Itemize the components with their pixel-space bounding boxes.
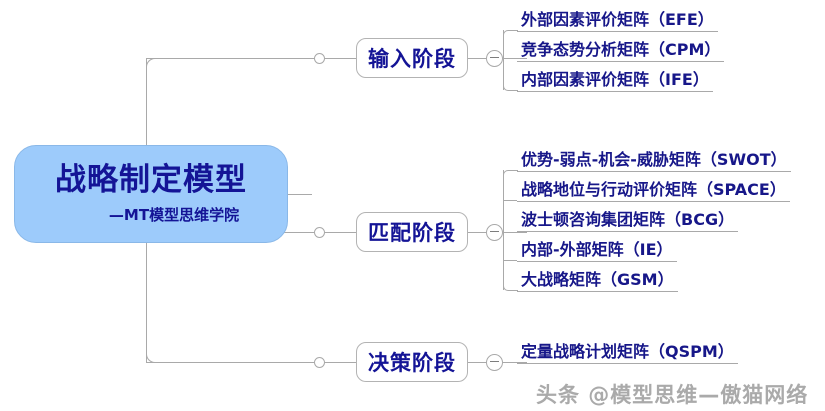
subtrunk-elbow-top-matching: [503, 170, 518, 233]
subtrunk-elbow-bot-input: [503, 58, 518, 91]
leaf-item[interactable]: 大战略矩阵（GSM）: [517, 270, 678, 292]
stage-node-matching[interactable]: 匹配阶段: [356, 212, 468, 252]
leaf-label: 竞争态势分析矩阵（CPM）: [521, 40, 721, 59]
subtrunk-elbow-bot-matching: [503, 232, 518, 291]
leaf-item[interactable]: 内部因素评价矩阵（IFE）: [517, 70, 713, 92]
stage-node-input-label: 输入阶段: [368, 47, 456, 71]
leaf-label: 定量战略计划矩阵（QSPM）: [521, 342, 734, 361]
leaf-item[interactable]: 优势-弱点-机会-威胁矩阵（SWOT）: [517, 150, 791, 172]
leaf-label: 大战略矩阵（GSM）: [521, 270, 674, 289]
leaf-label: 波士顿咨询集团矩阵（BCG）: [521, 210, 735, 229]
subtrunk-vertical-input: [503, 30, 504, 90]
watermark-text: 头条 @模型思维—傲猫网络: [536, 383, 809, 407]
leaf-underline: [517, 31, 718, 32]
leaf-label: 战略地位与行动评价矩阵（SPACE）: [521, 180, 786, 199]
leaf-item[interactable]: 波士顿咨询集团矩阵（BCG）: [517, 210, 739, 232]
central-node-title: 战略制定模型: [55, 162, 247, 199]
stage-node-input[interactable]: 输入阶段: [356, 38, 468, 78]
leaf-item[interactable]: 内部-外部矩阵（IE）: [517, 240, 677, 262]
central-node[interactable]: 战略制定模型 —MT模型思维学院: [14, 145, 288, 243]
leaf-label: 外部因素评价矩阵（EFE）: [521, 10, 714, 29]
stage-node-decision[interactable]: 决策阶段: [356, 342, 468, 382]
leaf-underline: [517, 61, 725, 62]
leaf-item[interactable]: 竞争态势分析矩阵（CPM）: [517, 40, 725, 62]
branch-dot-decision[interactable]: [314, 356, 325, 368]
branch-dot-input[interactable]: [314, 52, 325, 64]
stage-arm-decision: [146, 362, 356, 363]
leaf-underline: [517, 231, 739, 232]
stage-matching-to-toggle-connector: [468, 232, 486, 233]
leaf-underline: [517, 291, 678, 292]
stage-node-decision-label: 决策阶段: [368, 351, 456, 375]
collapse-toggle-decision[interactable]: [486, 353, 503, 371]
subtrunk-stub-matching-2: [503, 200, 517, 201]
leaf-item[interactable]: 定量战略计划矩阵（QSPM）: [517, 342, 738, 364]
leaf-underline: [517, 261, 677, 262]
leaf-label: 内部-外部矩阵（IE）: [521, 240, 673, 259]
toggle-to-leaf-decision: [503, 362, 527, 363]
subtrunk-elbow-top-input: [503, 30, 518, 59]
leaf-underline: [517, 171, 791, 172]
leaf-item[interactable]: 战略地位与行动评价矩阵（SPACE）: [517, 180, 790, 202]
leaf-label: 内部因素评价矩阵（IFE）: [521, 70, 709, 89]
toggle-to-subtrunk-input: [503, 58, 527, 59]
leaf-underline: [517, 363, 738, 364]
stage-decision-to-toggle-connector: [468, 362, 486, 363]
stage-node-matching-label: 匹配阶段: [368, 221, 456, 245]
stage-arm-input: [146, 58, 356, 59]
toggle-to-subtrunk-matching: [503, 232, 527, 233]
subtrunk-vertical-matching: [503, 170, 504, 290]
leaf-item[interactable]: 外部因素评价矩阵（EFE）: [517, 10, 718, 32]
leaf-underline: [517, 91, 713, 92]
leaf-underline: [517, 201, 790, 202]
collapse-toggle-input[interactable]: [486, 49, 503, 67]
central-stub-connector: [288, 194, 312, 195]
stage-input-to-toggle-connector: [468, 58, 486, 59]
branch-dot-matching[interactable]: [314, 226, 325, 238]
leaf-label: 优势-弱点-机会-威胁矩阵（SWOT）: [521, 150, 787, 169]
central-node-subtitle: —MT模型思维学院: [108, 205, 240, 224]
collapse-toggle-matching[interactable]: [486, 223, 503, 241]
subtrunk-stub-matching-4: [503, 260, 517, 261]
